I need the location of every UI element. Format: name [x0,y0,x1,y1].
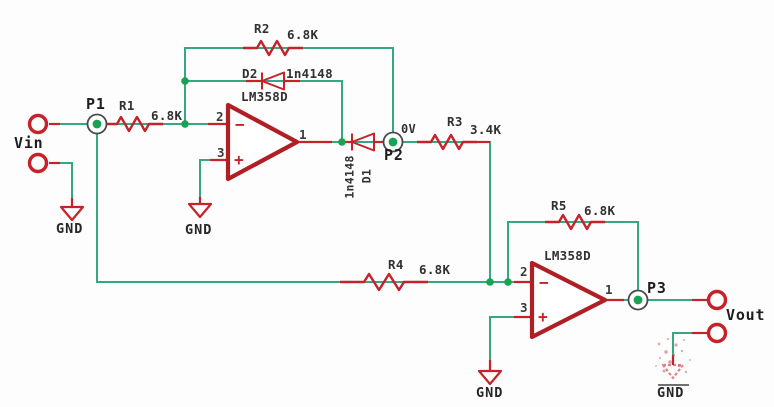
opamp2-part-label: LM358D [544,248,591,263]
watermark-speckles [654,337,692,374]
gnd-symbol-vin [59,205,85,222]
opamp2-symbol [529,260,608,340]
opamp-symbols [225,102,608,340]
watermark-line [658,384,689,386]
opamp1-pin3-label: 3 [217,145,225,160]
testpoint-p1-label: P1 [86,95,106,113]
resistor-symbols [103,39,605,292]
component-leads [49,79,708,371]
r1-ref-label: R1 [119,98,135,113]
junction-dots [92,77,643,305]
gnd-symbol-opamp1 [187,202,213,219]
testpoint-p3-label: P3 [647,279,667,297]
resistor-r5-symbol [545,213,605,231]
opamp1-pin1-label: 1 [299,127,307,142]
resistor-r3-symbol [417,133,477,151]
p2-voltage-label: 0V [401,122,417,136]
opamp2-pin2-label: 2 [520,264,528,279]
r4-ref-label: R4 [388,257,404,272]
opamp2-pin1-label: 1 [605,282,613,297]
r1-value-label: 6.8K [151,108,183,123]
gnd-symbol-opamp2 [477,369,503,386]
opamp1-pin2-label: 2 [216,109,224,124]
r4-value-label: 6.8K [419,262,451,277]
resistor-r4-symbol [340,272,428,292]
diode-d1-symbol [351,132,375,152]
opamp2-pin3-label: 3 [520,300,528,315]
d1-ref-label: D1 [359,168,374,184]
vout-terminal-bottom [706,322,728,344]
opamp1-symbol [225,102,300,182]
ground-symbols [59,202,685,386]
opamp2-noninverting-sign: + [538,307,548,326]
d2-ref-label: D2 [242,66,258,81]
gnd-label-opamp1: GND [185,222,213,238]
gnd-symbol-vout [661,363,685,380]
r5-ref-label: R5 [551,198,567,213]
terminal-circles [27,113,728,344]
r2-value-label: 6.8K [287,27,319,42]
r3-value-label: 3.4K [470,122,502,137]
d2-value-label: 1n4148 [286,66,333,81]
opamp1-noninverting-sign: + [234,150,244,169]
resistor-r1-symbol [103,115,163,133]
resistor-r2-symbol [243,39,303,57]
opamp1-part-label: LM358D [241,89,288,104]
r5-value-label: 6.8K [584,203,616,218]
gnd-label-opamp2: GND [476,385,504,401]
vin-terminal-top [27,113,49,135]
d1-value-label: 1n4148 [342,155,357,199]
diode-d2-symbol [261,71,285,91]
gnd-label-vout: GND [657,385,685,401]
vout-terminal-top [706,289,728,311]
r3-ref-label: R3 [447,114,463,129]
vout-label: Vout [726,306,766,324]
opamp1-inverting-sign: − [235,115,245,134]
vin-terminal-bottom [27,152,49,174]
gnd-label-vin: GND [56,221,84,237]
opamp2-inverting-sign: − [539,273,549,292]
diode-symbols [261,71,375,152]
vin-label: Vin [14,134,44,152]
r2-ref-label: R2 [254,21,270,36]
testpoint-p2-label: P2 [384,146,404,164]
